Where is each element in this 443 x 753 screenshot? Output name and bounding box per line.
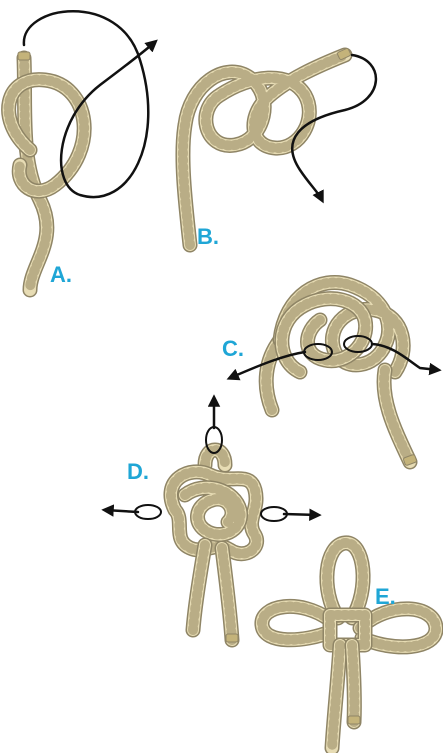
step-a-rope xyxy=(9,58,85,290)
step-d-rope-end xyxy=(226,634,238,642)
step-e-label: E. xyxy=(375,586,396,608)
step-b-figure xyxy=(183,48,376,245)
step-d-left-arrow xyxy=(105,510,138,512)
step-b-label: B. xyxy=(197,226,219,248)
step-a-label: A. xyxy=(50,264,72,286)
step-c-figure xyxy=(230,282,438,465)
step-e-rope-end xyxy=(348,716,360,724)
step-c-label: C. xyxy=(222,338,244,360)
step-a-figure xyxy=(9,11,155,290)
step-e-figure xyxy=(262,543,436,748)
step-a-rope-end xyxy=(18,52,30,60)
step-d-label: D. xyxy=(127,461,149,483)
step-c-rope xyxy=(266,282,410,462)
rope-strand xyxy=(352,645,354,722)
step-d-right-arrow xyxy=(284,514,318,515)
step-b-rope xyxy=(183,55,345,245)
rope-strand xyxy=(262,606,330,639)
step-d-rope xyxy=(171,450,257,640)
step-a-arrow xyxy=(24,11,155,197)
rope-strand xyxy=(193,545,205,630)
